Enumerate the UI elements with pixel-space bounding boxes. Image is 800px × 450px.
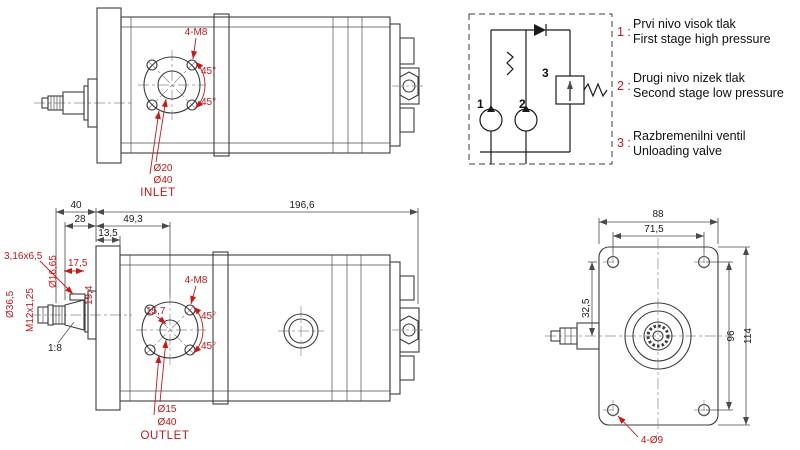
top-angle-bottom-label: 45°	[201, 97, 216, 108]
top-side-view: 4-M8 45° 45° Ø20 Ø40 INLET	[34, 7, 426, 199]
legend: 1 : Prvi nivo visok tlak First stage hig…	[617, 17, 784, 158]
schematic-boundary	[468, 13, 613, 165]
dim-13-5-label: 13,5	[98, 228, 118, 239]
dim-40-label: 40	[70, 200, 82, 211]
dim-28-label: 28	[74, 214, 86, 225]
side-view-center-port	[278, 306, 324, 356]
pump-stage-1-symbol	[479, 108, 503, 132]
schematic-pump2-number: 2	[519, 97, 526, 111]
top-angle-top-label: 45°	[201, 66, 216, 77]
front-view: 88 71,5 32,5 96 114	[545, 209, 754, 446]
side-view-bolt-annotations: 4-M8 45° 45°	[185, 275, 216, 354]
legend-item-1-number: 1 :	[617, 25, 631, 39]
dim-49-3-label: 49,3	[123, 214, 143, 225]
top-view-shaft	[34, 78, 132, 128]
shaft-dia-label: Ø16,65	[48, 255, 59, 288]
top-view-annotations: 4-M8 45° 45° Ø20 Ø40 INLET	[140, 27, 216, 199]
schematic-circuit	[479, 24, 608, 164]
side-view-dimension-lines: 40 196,6 28 49,3 13,5	[55, 200, 419, 304]
side-dia40-label: Ø40	[158, 417, 177, 428]
top-view-right-ports	[389, 23, 426, 147]
legend-item-3-line1: Razbremenilni ventil	[633, 129, 746, 143]
dim-88-label: 88	[652, 209, 664, 220]
legend-item-2-number: 2 :	[617, 79, 631, 93]
top-dia40-label: Ø40	[154, 175, 173, 186]
side-view-mounting-flange	[95, 245, 121, 411]
front-view-hole-annotation: 4-Ø9	[617, 415, 664, 446]
dim-71-5-label: 71,5	[644, 224, 664, 235]
front-view-side-port	[550, 322, 600, 350]
front-view-flange	[545, 238, 728, 434]
pump-stage-2-symbol	[514, 108, 538, 132]
top-bolt-dim-label: 4-M8	[185, 27, 208, 38]
side-angle-top-label: 45°	[201, 311, 216, 322]
bolt-hole	[146, 59, 158, 71]
flow-arrow-icon	[522, 105, 530, 112]
hydraulic-schematic: 1 2 3	[468, 13, 613, 165]
legend-item-2-line1: Drugi nivo nizek tlak	[633, 71, 746, 85]
side-view-right-ports	[389, 261, 426, 395]
side-view-bolt-circle	[136, 294, 206, 366]
spring-icon	[506, 51, 514, 76]
side-angle-bottom-label: 45°	[201, 341, 216, 352]
dim-15-7-label: 15,7	[146, 306, 166, 317]
legend-item-2-line2: Second stage low pressure	[633, 86, 784, 100]
side-dia15-label: Ø15	[158, 404, 177, 415]
dim-32-5-label: 32,5	[581, 298, 592, 318]
bolt-hole	[144, 304, 156, 316]
top-view-mounting-flange	[96, 7, 122, 164]
flange-dia-label: Ø36,5	[5, 290, 16, 318]
valve-spring-icon	[583, 82, 608, 98]
legend-item-3-number: 3 :	[617, 136, 631, 150]
dim-114-label: 114	[743, 328, 754, 344]
side-view-shaft-annotations: 3,16x6,5 Ø16,65 17,5 Ø36,5 M12x1,25 19,4…	[4, 251, 167, 354]
check-valve-icon	[534, 24, 546, 36]
bolt-hole	[146, 99, 158, 111]
top-view-body-outline	[120, 13, 391, 157]
inlet-label: INLET	[140, 187, 176, 199]
dim-17-5-label: 17,5	[68, 258, 88, 269]
outlet-label: OUTLET	[141, 430, 190, 442]
side-bolt-dim-label: 4-M8	[185, 275, 208, 286]
taper-label: 1:8	[48, 343, 62, 354]
schematic-pump1-number: 1	[477, 97, 484, 111]
shaft-spline	[646, 324, 670, 348]
legend-item-1-line1: Prvi nivo visok tlak	[633, 17, 737, 31]
top-view-bolt-circle	[138, 50, 206, 120]
legend-item-1-line2: First stage high pressure	[633, 32, 771, 46]
flow-arrow-icon	[487, 105, 495, 112]
front-view-shaft-boss	[624, 302, 692, 370]
key-size-label: 3,16x6,5	[4, 251, 43, 262]
legend-item-3-line2: Unloading valve	[633, 144, 722, 158]
bolt-hole	[144, 344, 156, 356]
dim-96-label: 96	[726, 330, 737, 342]
side-view-shaft	[30, 290, 132, 344]
side-view-port-annotations: Ø15 Ø40 OUTLET	[141, 339, 190, 442]
bottom-side-view: 40 196,6 28 49,3 13,5	[4, 200, 426, 442]
dim-4-d9-label: 4-Ø9	[641, 435, 664, 446]
schematic-valve-number: 3	[542, 66, 549, 80]
dim-19-4-label: 19,4	[84, 285, 95, 305]
thread-label: M12x1,25	[25, 288, 36, 332]
front-view-dimension-lines: 88 71,5 32,5 96 114	[581, 209, 754, 426]
dim-196-6-label: 196,6	[289, 200, 314, 211]
top-dia20-label: Ø20	[154, 163, 173, 174]
